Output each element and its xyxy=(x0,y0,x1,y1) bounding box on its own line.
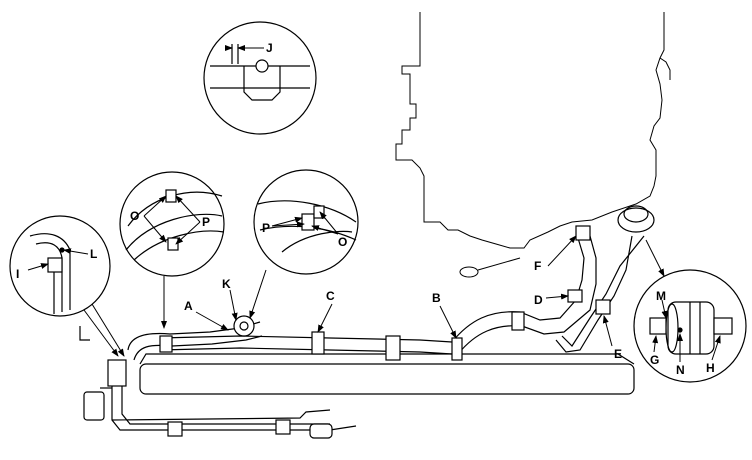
callout-f: F xyxy=(534,259,541,273)
callout-labels: A K C B D E F J I L O P P O M G N H xyxy=(16,41,715,377)
callout-a: A xyxy=(184,299,193,313)
callout-p-right: P xyxy=(262,221,270,235)
callout-h: H xyxy=(706,361,715,375)
detail-circle-op-right xyxy=(253,169,359,275)
callout-p-left: P xyxy=(202,215,210,229)
callout-o-right: O xyxy=(338,235,347,249)
callout-k: K xyxy=(222,277,231,291)
hose-b-d xyxy=(451,225,597,361)
leader-lines xyxy=(27,47,721,362)
callout-b: B xyxy=(432,291,441,305)
callout-l: L xyxy=(90,247,97,261)
detail-circle-op-left xyxy=(119,171,225,277)
hose-e xyxy=(555,205,655,353)
callout-e: E xyxy=(614,347,622,361)
callout-d: D xyxy=(534,293,543,307)
hose-c xyxy=(159,331,453,361)
callout-c: C xyxy=(326,289,335,303)
detail-circle-il xyxy=(9,215,111,317)
engine-outline xyxy=(395,12,671,249)
subframe xyxy=(79,326,635,395)
detail-circle-j xyxy=(203,21,317,135)
callout-j: J xyxy=(266,41,273,55)
callout-m: M xyxy=(656,289,666,303)
callout-i: I xyxy=(16,267,19,281)
callout-o-left: O xyxy=(130,209,139,223)
hose-a-k xyxy=(127,315,263,361)
dipstick xyxy=(459,257,521,278)
lower-pipes xyxy=(83,359,357,439)
callout-n: N xyxy=(676,363,685,377)
detail-circle-ghmn xyxy=(633,269,747,383)
callout-g: G xyxy=(650,353,659,367)
